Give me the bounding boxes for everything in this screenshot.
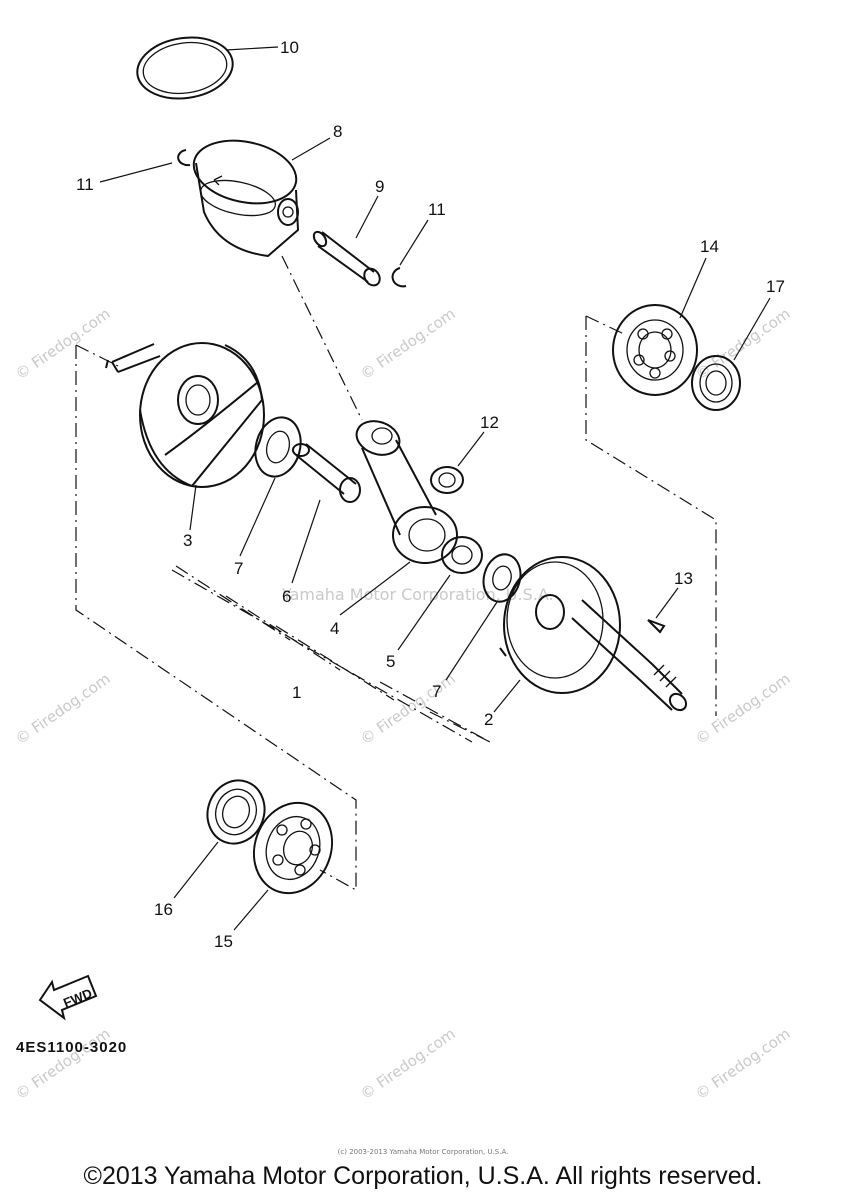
callout-6: 6	[282, 587, 291, 606]
callout-17: 17	[766, 277, 785, 296]
oil-seal-right	[691, 355, 741, 411]
piston-pin	[312, 230, 381, 287]
callout-labels: 10 8 11 9 11 14 17 12 3 7 6 13 4 5 1 7 2…	[76, 38, 785, 951]
piston-pin-clip	[391, 267, 407, 288]
callout-12: 12	[480, 413, 499, 432]
watermark: © Firedog.com	[12, 1025, 114, 1104]
callout-1: 1	[292, 683, 301, 702]
watermark: © Firedog.com	[12, 305, 114, 384]
woodruff-key	[647, 619, 666, 634]
small-end-bearing	[430, 466, 464, 494]
watermark-group: © Firedog.com © Firedog.com © Firedog.co…	[12, 305, 794, 1104]
callout-10: 10	[280, 38, 299, 57]
small-copyright-notice: (c) 2003-2013 Yamaha Motor Corporation, …	[337, 1148, 509, 1156]
watermark: © Firedog.com	[357, 1025, 459, 1104]
connecting-rod	[355, 420, 458, 564]
watermark: © Firedog.com	[357, 670, 459, 749]
crank-web-left	[105, 342, 265, 488]
bearing-right	[612, 304, 698, 396]
callout-13: 13	[674, 569, 693, 588]
callout-7: 7	[432, 682, 441, 701]
thrust-washer-right	[482, 553, 522, 603]
piston-ring	[136, 36, 234, 100]
thrust-washer-left	[254, 416, 302, 478]
watermark: © Firedog.com	[357, 305, 459, 384]
callout-2: 2	[484, 710, 493, 729]
fwd-label: FWD	[61, 986, 94, 1011]
callout-15: 15	[214, 932, 233, 951]
callout-14: 14	[700, 237, 719, 256]
callout-11: 11	[76, 175, 94, 194]
diagram-part-number: 4ES1100-3020	[16, 1039, 128, 1056]
bearing-left	[252, 801, 334, 895]
watermark: © Firedog.com	[12, 670, 114, 749]
callout-8: 8	[333, 122, 342, 141]
copyright-footer: ©2013 Yamaha Motor Corporation, U.S.A. A…	[83, 1162, 763, 1190]
piston-pin-clip	[177, 149, 191, 167]
callout-7: 7	[234, 559, 243, 578]
piston	[192, 139, 300, 258]
watermark: © Firedog.com	[692, 1025, 794, 1104]
big-end-bearing	[441, 536, 483, 574]
callout-16: 16	[154, 900, 173, 919]
forward-arrow-icon: FWD	[38, 974, 98, 1021]
watermark: © Firedog.com	[692, 670, 794, 749]
oil-seal-left	[206, 779, 266, 845]
callout-5: 5	[386, 652, 395, 671]
crank-pin	[292, 443, 361, 503]
callout-9: 9	[375, 177, 384, 196]
callout-4: 4	[330, 619, 339, 638]
crank-web-right	[499, 556, 688, 712]
callout-3: 3	[183, 531, 192, 550]
callout-11: 11	[428, 200, 446, 219]
